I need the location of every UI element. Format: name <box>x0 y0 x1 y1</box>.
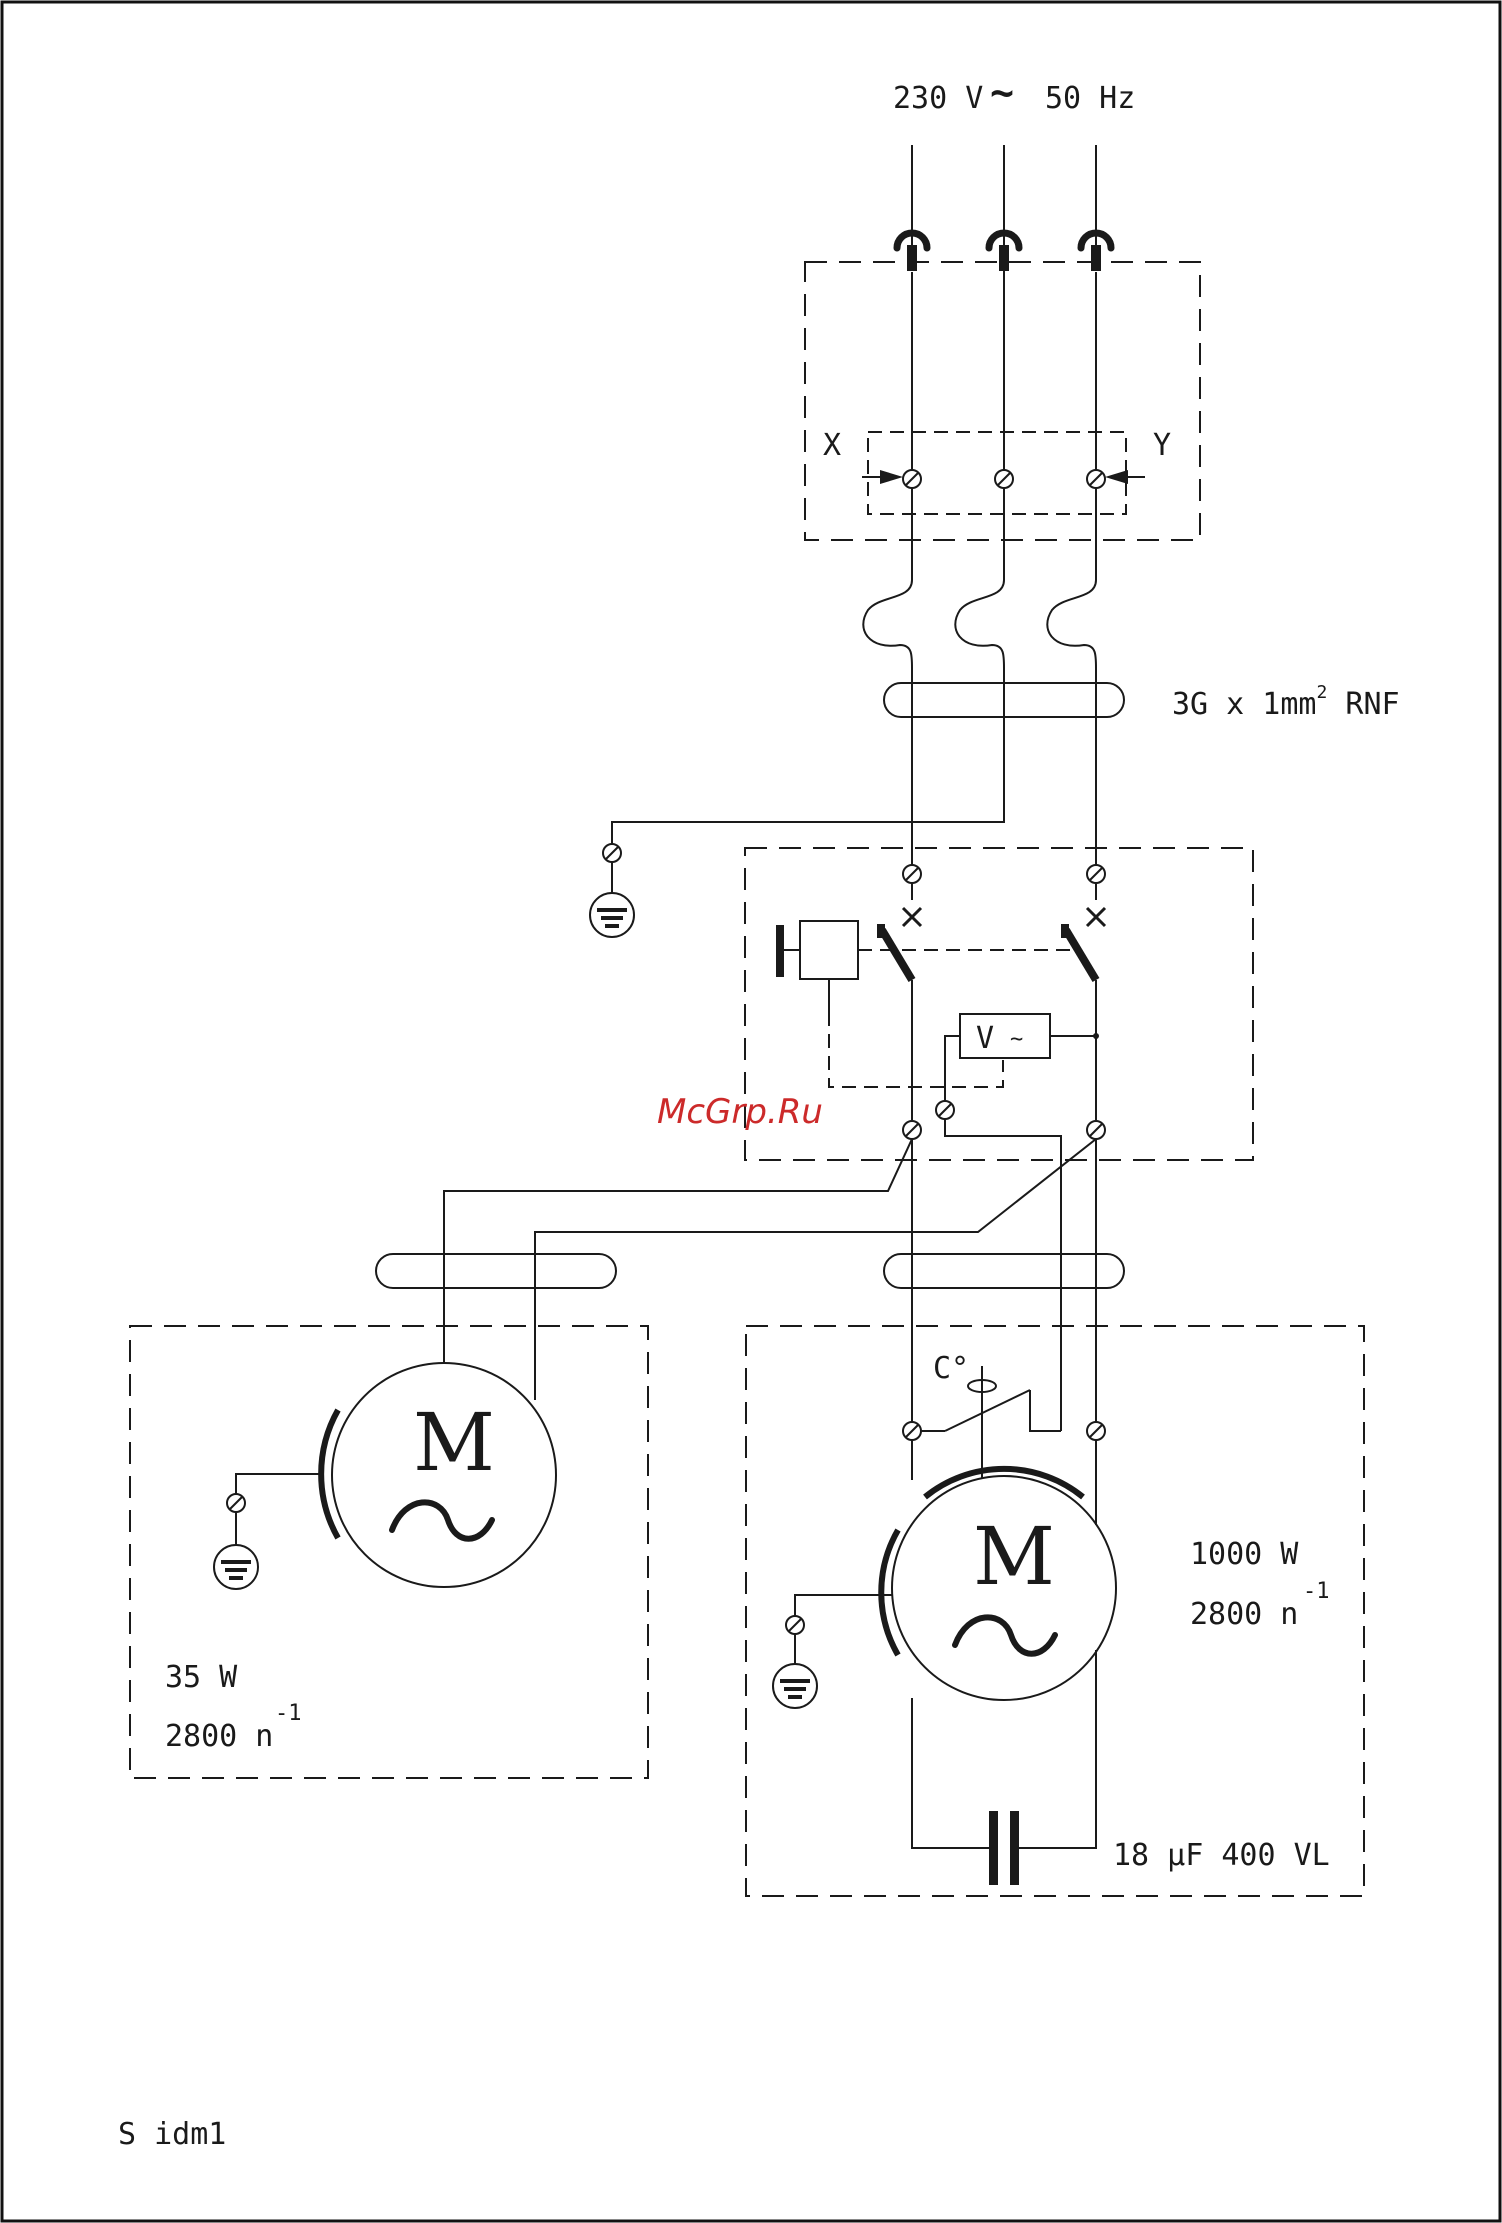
capacitor-wire-left <box>912 1698 990 1848</box>
capacitor-icon <box>989 1811 1019 1885</box>
lamp-label: V <box>976 1021 994 1056</box>
supply-voltage-label: 230 V <box>893 81 983 116</box>
capacitor-label: 18 μF 400 VL <box>1113 1838 1330 1873</box>
thermostat-label: C° <box>933 1351 969 1386</box>
ground-icon <box>773 1664 817 1708</box>
switch-contacts-icon <box>877 883 1105 1120</box>
ground-icon <box>214 1545 258 1589</box>
main-motor-speed: 2800 n <box>1190 1597 1298 1632</box>
indicator-lamp <box>960 1014 1050 1058</box>
arrow-left-icon <box>1105 470 1128 484</box>
drawing-reference: S idm1 <box>118 2117 226 2152</box>
main-motor-letter: M <box>973 1510 1055 1603</box>
flex-cable-wires <box>863 488 1096 865</box>
small-motor-wire-1 <box>444 1139 912 1364</box>
earth-wire <box>612 717 1004 853</box>
cable-spec-label: 3G x 1mm2 RNF <box>1172 682 1400 722</box>
ground-icon <box>590 893 634 937</box>
supply-frequency-label: 50 Hz <box>1045 81 1135 116</box>
plug-box <box>805 262 1200 540</box>
small-motor-power: 35 W <box>165 1660 238 1695</box>
terminal-x-label: X <box>823 428 841 463</box>
main-motor-speed-exp: -1 <box>1303 1579 1330 1604</box>
small-motor-speed-exp: -1 <box>275 1701 302 1726</box>
small-motor-letter: M <box>413 1396 495 1489</box>
main-motor-power: 1000 W <box>1190 1537 1299 1572</box>
cable-sleeve-right <box>884 1254 1124 1288</box>
watermark: McGrp.Ru <box>657 1092 823 1132</box>
terminal-y-label: Y <box>1153 428 1171 463</box>
ac-symbol: ~ <box>990 70 1014 116</box>
small-motor-speed: 2800 n <box>165 1719 273 1754</box>
cable-sleeve-left <box>376 1254 616 1288</box>
lamp-ac-symbol: ~ <box>1010 1027 1023 1052</box>
actuator-coil <box>800 921 858 979</box>
arrow-right-icon <box>880 470 903 484</box>
terminal-screws-icon <box>903 470 1105 488</box>
